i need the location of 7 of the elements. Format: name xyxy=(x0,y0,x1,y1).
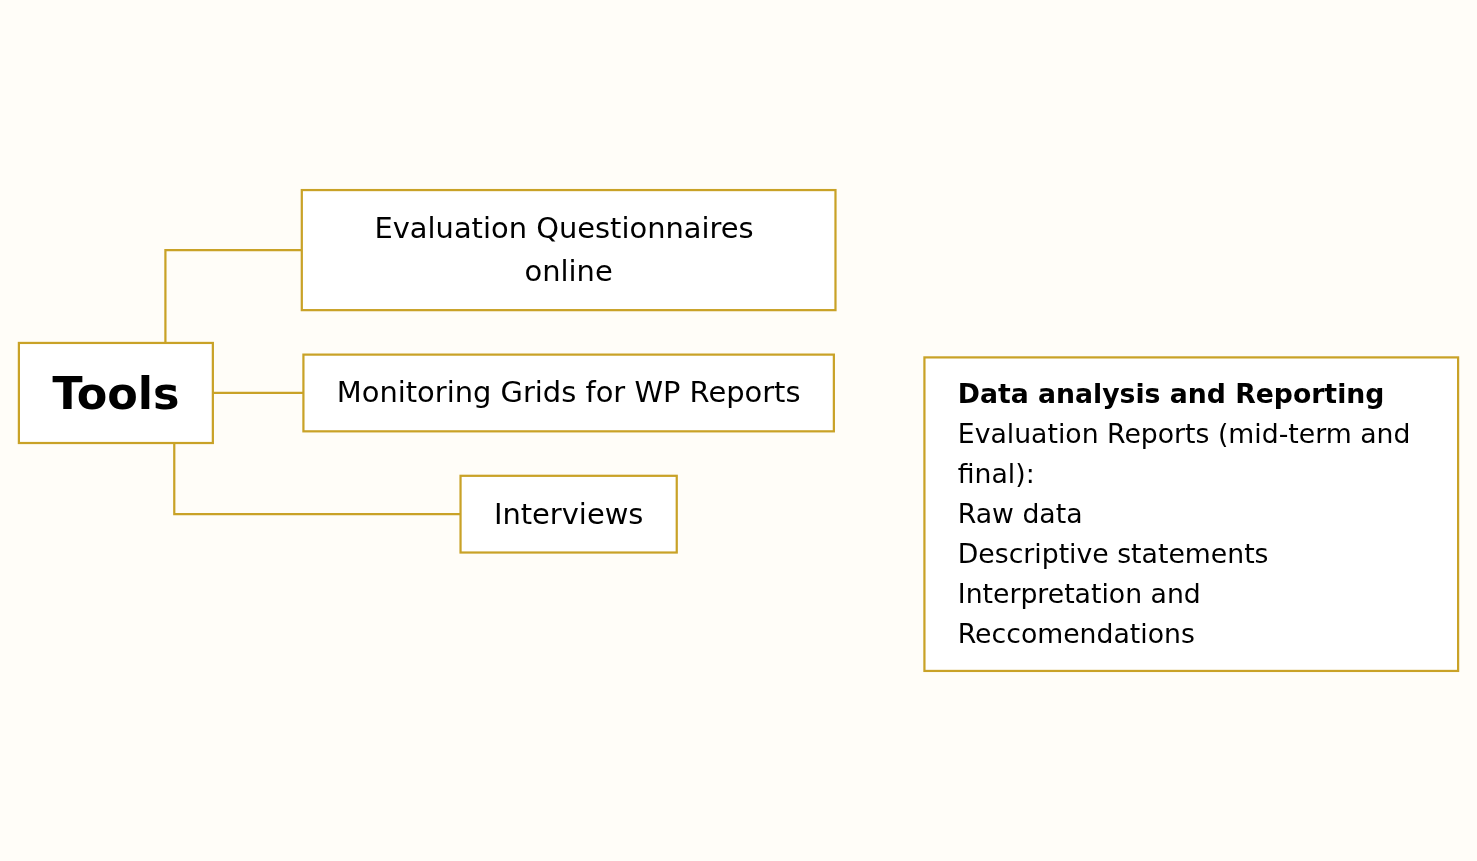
node-box: Monitoring Grids for WP Reports xyxy=(302,353,835,433)
connector xyxy=(173,443,461,516)
node-box: Tools xyxy=(17,341,214,445)
connector xyxy=(164,249,302,343)
node-box: Evaluation Questionnaires online xyxy=(300,188,837,312)
node-box: Interviews xyxy=(459,474,678,554)
node-box: Data analysis and Reporting Evaluation Reports (mid-term and final): Raw data Descriptive statements Interpretation and Reccomendations xyxy=(923,356,1460,673)
